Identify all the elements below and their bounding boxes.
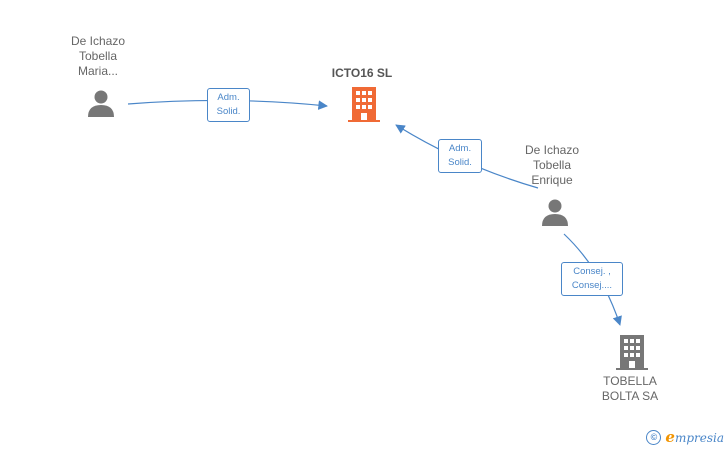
person-enrique-name-line-3: Enrique — [531, 173, 573, 187]
person-maria-name-line-1: De Ichazo — [70, 34, 126, 48]
edge-label-line-1: Adm. — [448, 143, 472, 154]
company-tobella-name-line-2: BOLTA SA — [601, 389, 659, 403]
copyright-icon: © — [646, 429, 662, 445]
edge-label-line-2: Solid. — [448, 157, 472, 168]
person-maria-name-line-3: Maria... — [77, 64, 118, 78]
edge-label-line-1: Adm. — [217, 92, 240, 103]
edge-label-enrique-to-tobella[interactable]: Consej. , Consej.... — [561, 262, 623, 296]
person-icon[interactable] — [540, 197, 570, 227]
company-tobella-name-line-1: TOBELLA — [603, 374, 657, 388]
person-enrique-name-line-1: De Ichazo — [524, 143, 580, 157]
edge-label-maria-to-icto16[interactable]: Adm. Solid. — [207, 88, 250, 122]
brand-initial: e — [665, 428, 675, 446]
building-icon[interactable] — [616, 334, 648, 370]
brand-watermark: © empresia — [646, 428, 724, 446]
edge-label-line-2: Consej.... — [571, 280, 613, 291]
building-icon[interactable] — [348, 86, 380, 122]
person-icon[interactable] — [86, 88, 116, 118]
company-tobella-name[interactable]: TOBELLA BOLTA SA — [590, 374, 670, 404]
person-maria-name[interactable]: De Ichazo Tobella Maria... — [58, 34, 138, 79]
person-enrique-name[interactable]: De Ichazo Tobella Enrique — [512, 143, 592, 188]
person-enrique-name-line-2: Tobella — [532, 158, 572, 172]
edge-label-line-2: Solid. — [216, 106, 241, 117]
brand-name-rest: mpresia — [674, 431, 724, 445]
edge-label-line-1: Consej. , — [573, 266, 611, 277]
person-maria-name-line-2: Tobella — [78, 49, 118, 63]
brand-name: empresia — [665, 428, 724, 446]
edge-label-enrique-to-icto16[interactable]: Adm. Solid. — [438, 139, 482, 173]
company-icto16-title[interactable]: ICTO16 SL — [331, 66, 393, 80]
